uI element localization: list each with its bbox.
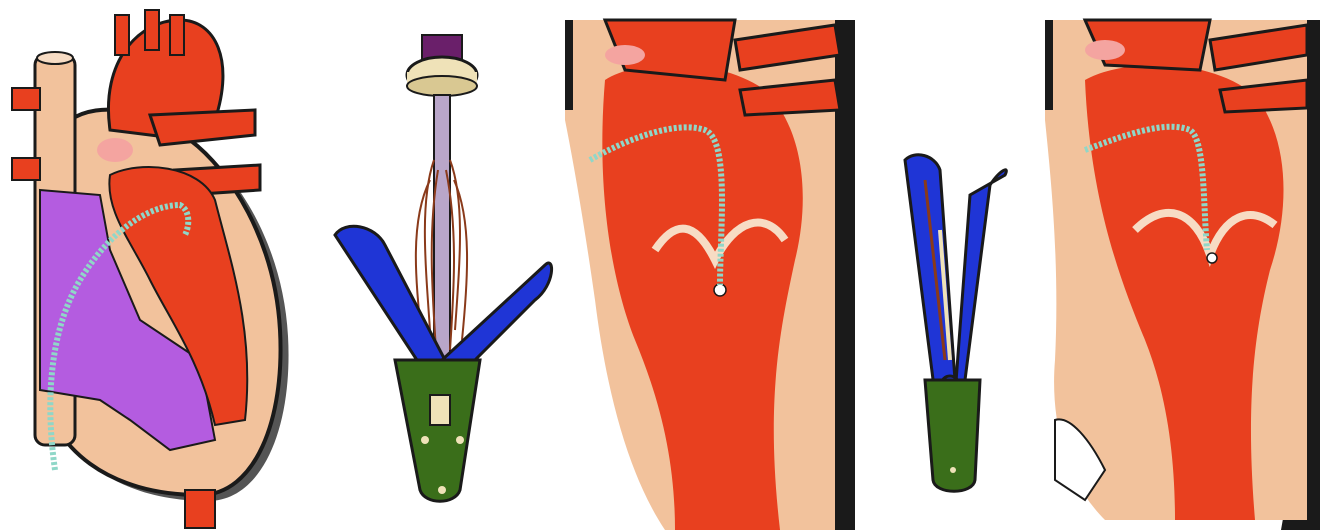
clip-base bbox=[925, 380, 980, 491]
heart-section-icon bbox=[565, 0, 855, 530]
clip-device-closed-icon bbox=[895, 0, 1015, 530]
clip-base bbox=[395, 360, 480, 501]
clip-device-open-icon bbox=[330, 0, 560, 530]
clip-open-panel bbox=[330, 0, 560, 530]
heart-cutaway-icon bbox=[0, 0, 290, 530]
heart-section-deployed-icon bbox=[1045, 0, 1320, 530]
heart-cutaway-panel bbox=[0, 0, 290, 530]
clip-closed-panel bbox=[895, 0, 1015, 530]
clip-arm-left bbox=[905, 155, 955, 395]
heart-detail-panel-1 bbox=[565, 0, 855, 530]
heart-detail-panel-2 bbox=[1045, 0, 1320, 530]
clip-arm-right bbox=[955, 170, 1006, 395]
